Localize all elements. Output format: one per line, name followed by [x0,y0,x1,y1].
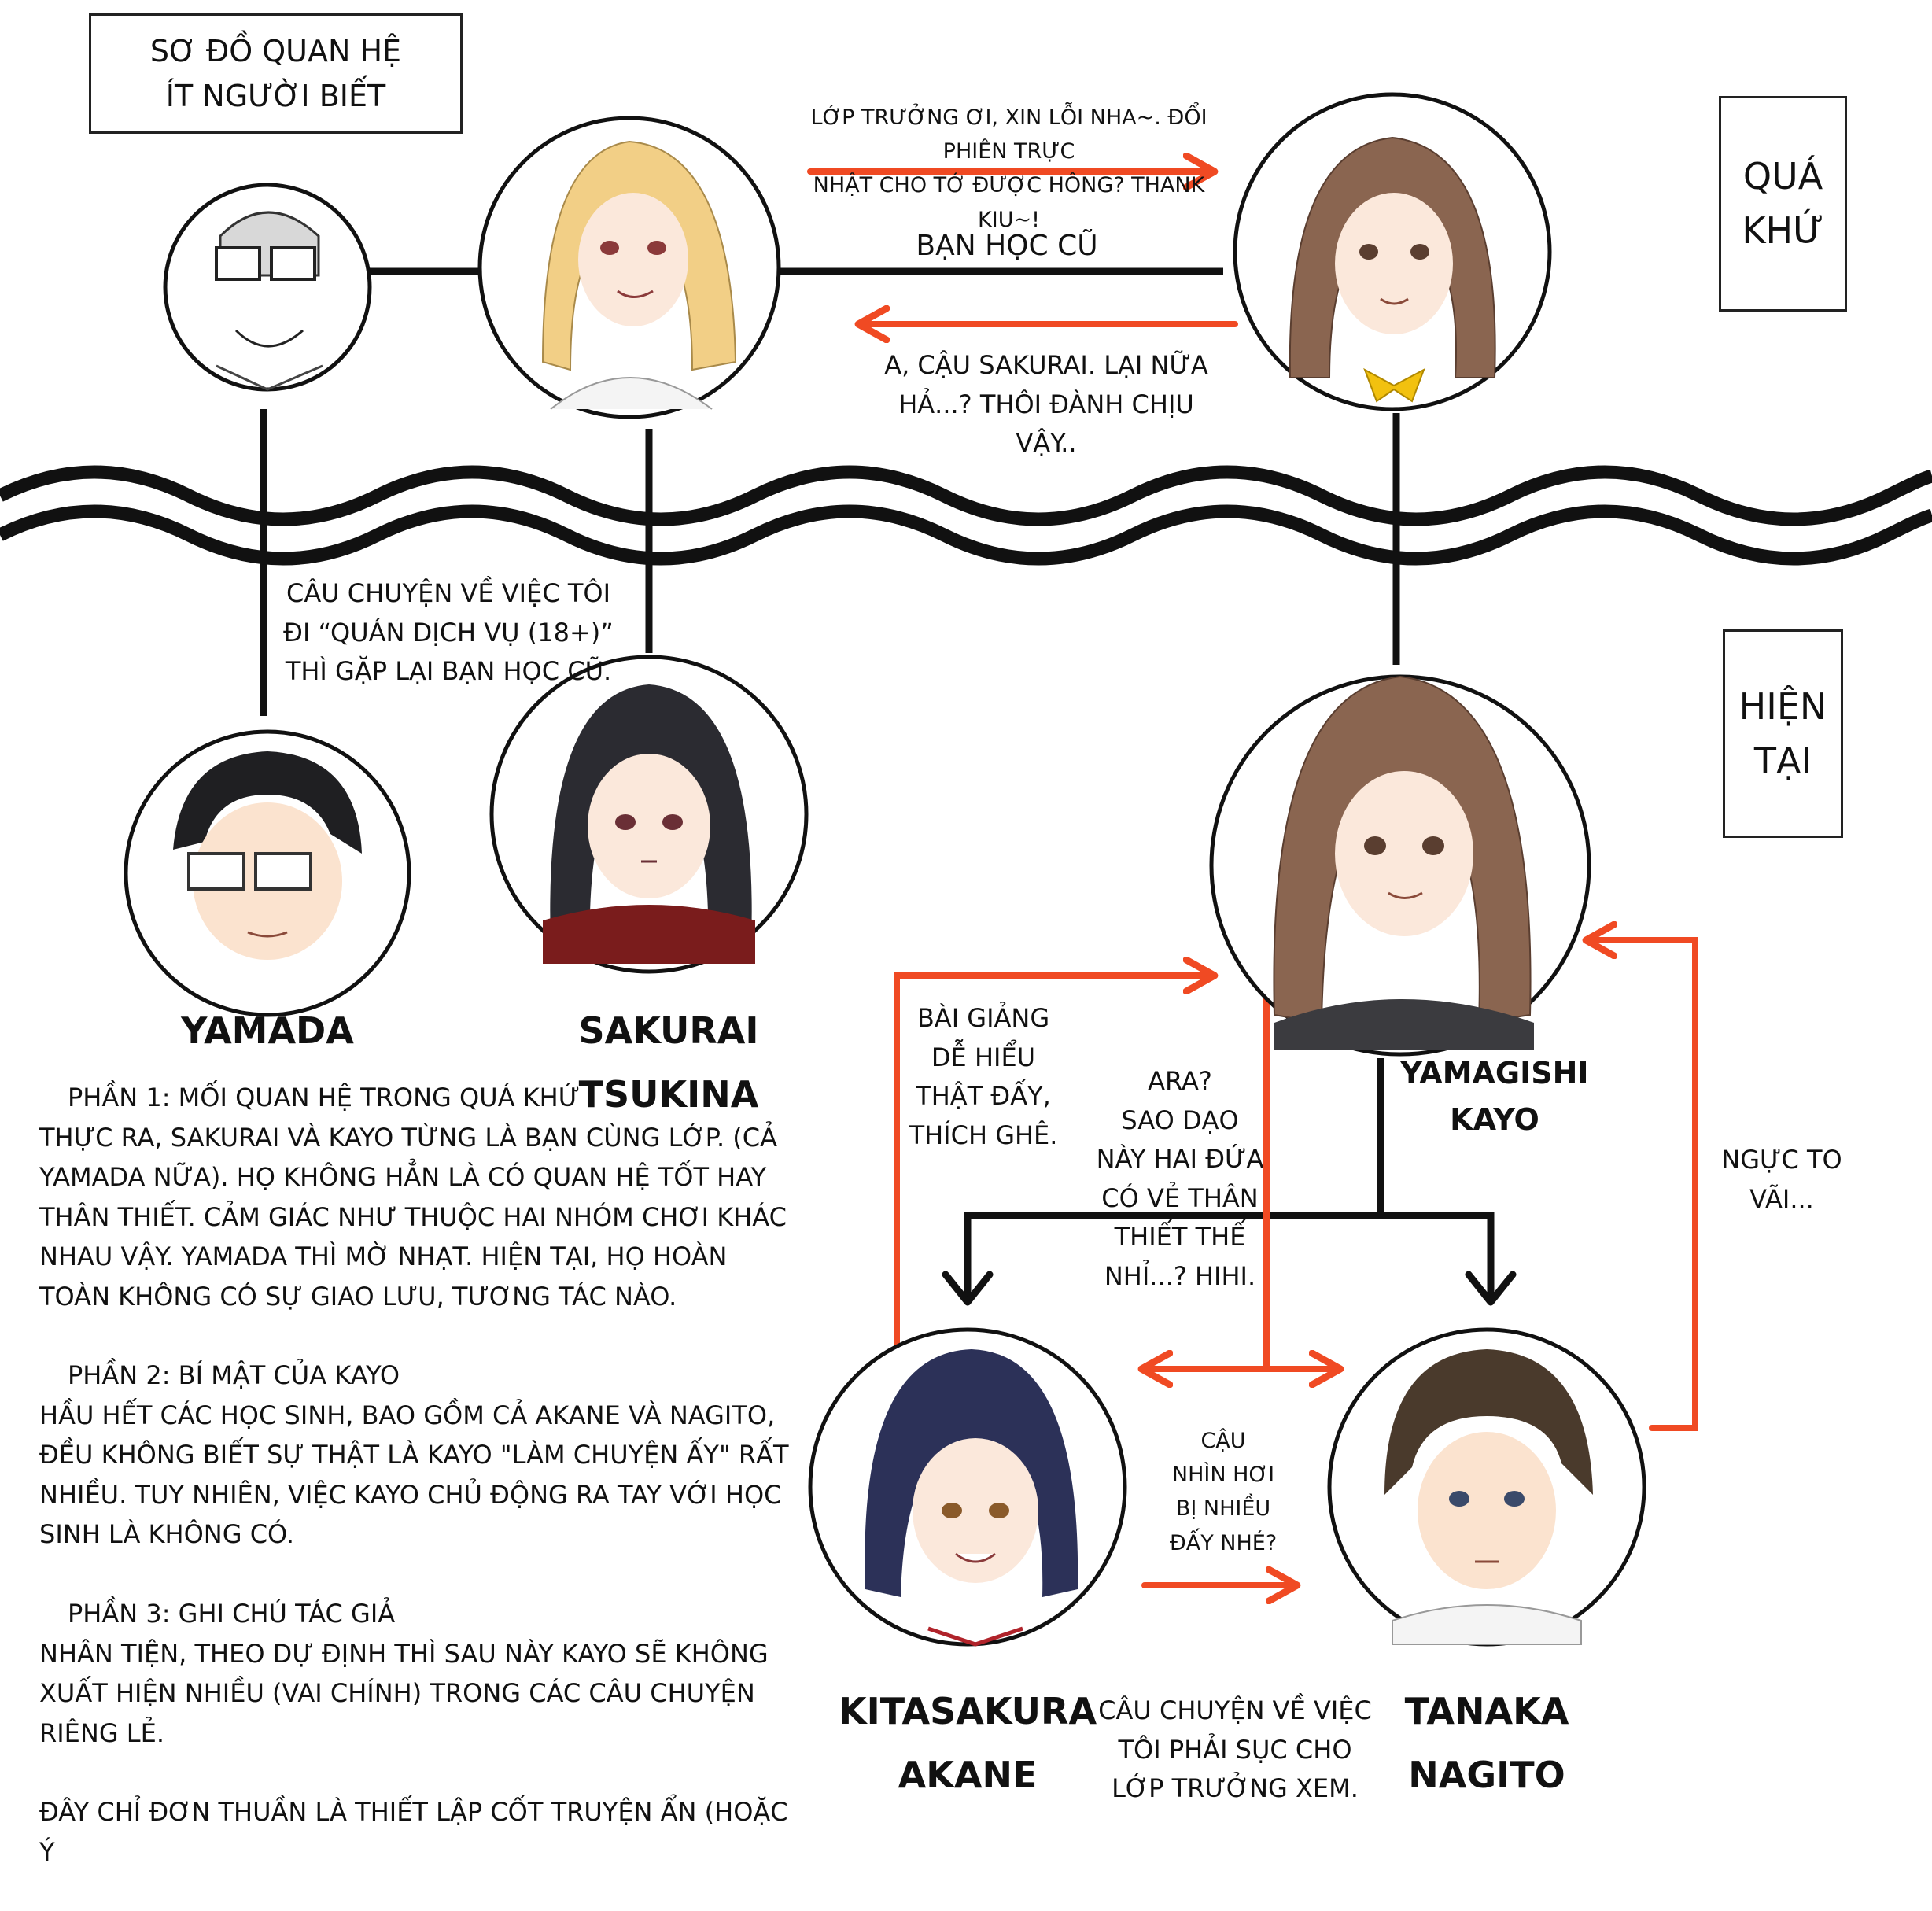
wave-upper [0,465,1932,526]
note-part-3-body: NHÂN TIỆN, THEO DỰ ĐỊNH THÌ SAU NÀY KAYO… [39,1638,769,1748]
relation-kayo-comment: ARA? SAO DẠO NÀY HAI ĐỨA CÓ VẺ THÂN THIẾ… [1096,1066,1264,1291]
arrow-to-akane [942,1271,994,1306]
portrait-yamada-past [163,183,372,392]
period-past-box: QUÁ KHỨ [1719,96,1847,312]
note-closing-body: ĐÂY CHỈ ĐƠN THUẦN LÀ THIẾT LẬP CỐT TRUYỆ… [39,1797,788,1867]
portrait-yamada-present [124,729,411,1017]
portrait-kayo-past [1233,92,1552,411]
relation-nagito-to-kayo: NGỰC TO VÃI... [1721,1145,1842,1214]
relation-sakurai-to-kayo-past: LỚP TRƯỞNG ƠI, XIN LỖI NHA~. ĐỔI PHIÊN T… [810,105,1208,232]
diagram-title-box: SƠ ĐỒ QUAN HỆ ÍT NGƯỜI BIẾT [89,13,463,134]
name-tanaka-nagito: TANAKA NAGITO [1404,1690,1569,1796]
portrait-sakurai-present [489,655,809,974]
red-arrows [807,172,1698,1585]
arrow-to-nagito [1465,1271,1517,1306]
note-part-2-body: HẦU HẾT CÁC HỌC SINH, BAO GỒM CẢ AKANE V… [39,1400,789,1550]
period-past-label: QUÁ KHỨ [1742,155,1824,252]
relation-classmates: BẠN HỌC CŨ [916,230,1098,262]
note-part-3-title: PHẦN 3: GHI CHÚ TÁC GIẢ [68,1599,396,1629]
note-part-2: PHẦN 2: BÍ MẬT CỦA KAYO HẦU HẾT CÁC HỌC … [39,1356,795,1555]
note-part-1-title: PHẦN 1: MỐI QUAN HỆ TRONG QUÁ KHỨ [68,1083,581,1112]
name-sakurai-tsukina: SAKURAI TSUKINA [578,1009,759,1116]
note-part-1-body: THỰC RA, SAKURAI VÀ KAYO TỪNG LÀ BẠN CÙN… [39,1122,787,1312]
portrait-kayo-present [1209,674,1591,1057]
relation-kayo-to-sakurai-past: A, CẬU SAKURAI. LẠI NỮA HẢ...? THÔI ĐÀNH… [884,350,1208,459]
relation-akane-to-nagito: CẬU NHÌN HƠI BỊ NHIỀU ĐẤY NHÉ? [1169,1429,1278,1555]
diagram-title: SƠ ĐỒ QUAN HỆ ÍT NGƯỜI BIẾT [149,33,402,113]
wave-lower [0,504,1932,566]
note-part-1: PHẦN 1: MỐI QUAN HỆ TRONG QUÁ KHỨ THỰC R… [39,1078,795,1316]
arrow-akane-to-kayo [894,976,1211,1368]
relationship-diagram-canvas [0,92,1932,1647]
note-part-3: PHẦN 3: GHI CHÚ TÁC GIẢ NHÂN TIỆN, THEO … [39,1594,795,1753]
name-yamada: YAMADA [181,1009,354,1052]
portrait-kitasakura-akane [808,1327,1127,1647]
relation-story-akane-nagito: CÂU CHUYỆN VỀ VIỆC TÔI PHẢI SỤC CHO LỚP … [1098,1695,1372,1804]
note-closing: ĐÂY CHỈ ĐƠN THUẦN LÀ THIẾT LẬP CỐT TRUYỆ… [39,1792,795,1872]
relation-akane-to-kayo: BÀI GIẢNG DỄ HIỂU THẬT ĐẤY, THÍCH GHÊ. [909,1003,1058,1150]
note-part-2-title: PHẦN 2: BÍ MẬT CỦA KAYO [68,1360,400,1391]
name-kitasakura-akane: KITASAKURA AKANE [838,1690,1097,1796]
arrow-nagito-to-kayo [1589,940,1698,1431]
period-present-box: HIỆN TẠI [1723,629,1843,838]
portrait-tanaka-nagito [1327,1327,1646,1647]
time-divider [0,465,1932,566]
portrait-sakurai-past [477,116,781,419]
line-kayo-branch [964,1212,1495,1302]
period-present-label: HIỆN TẠI [1738,684,1827,782]
relation-yamada-sakurai-present: CÂU CHUYỆN VỀ VIỆC TÔI ĐI “QUÁN DỊCH VỤ … [283,578,614,687]
notes-section: PHẦN 1: MỐI QUAN HỆ TRONG QUÁ KHỨ THỰC R… [39,1078,795,1911]
name-yamagishi-kayo: YAMAGISHI KAYO [1400,1056,1589,1137]
